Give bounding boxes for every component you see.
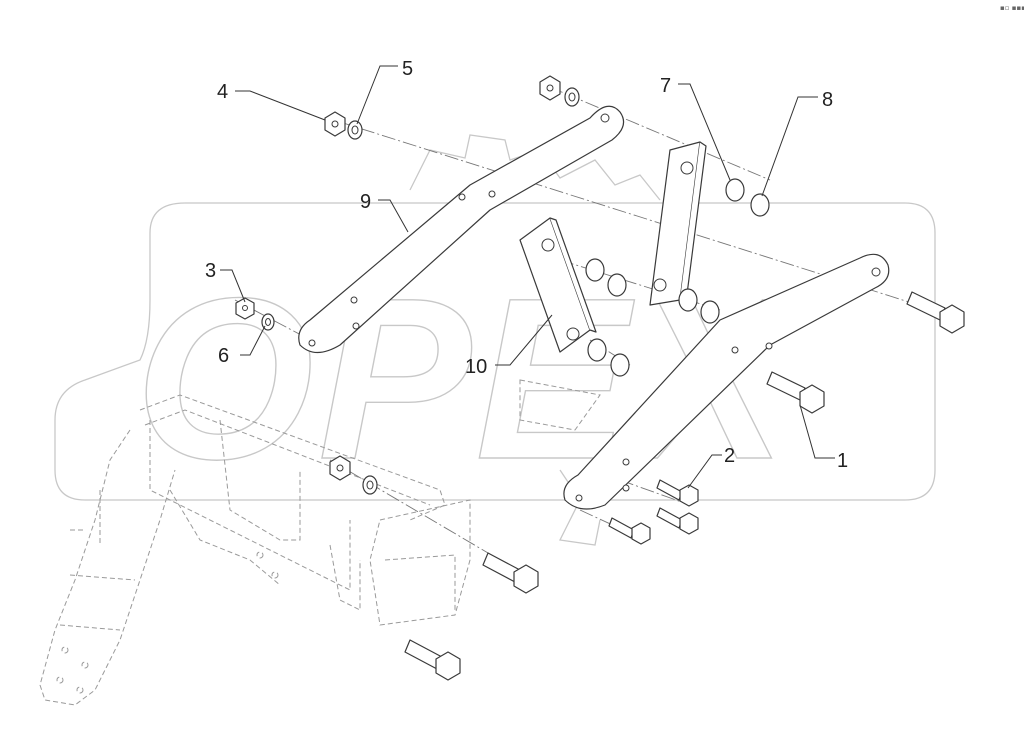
bushing-7 bbox=[725, 178, 745, 202]
leader-6 bbox=[240, 325, 266, 356]
washer-5 bbox=[347, 120, 363, 140]
callout-labels: 1 2 3 4 5 6 7 8 9 10 bbox=[205, 58, 848, 472]
hex-nut-4 bbox=[324, 111, 346, 137]
callout-2: 2 bbox=[724, 445, 735, 467]
leader-9 bbox=[378, 199, 409, 233]
leader-4 bbox=[235, 90, 326, 121]
callout-6: 6 bbox=[218, 345, 229, 367]
leader-1 bbox=[799, 404, 835, 459]
link-bar-rear bbox=[649, 141, 707, 306]
frame-outline-ghost bbox=[39, 379, 601, 706]
hex-bolt-small-b bbox=[608, 517, 651, 545]
leader-5 bbox=[356, 65, 398, 125]
callout-5: 5 bbox=[402, 58, 413, 80]
hex-bolt-frame-mid bbox=[482, 552, 539, 594]
callout-10: 10 bbox=[465, 356, 487, 378]
hex-bolt-large-right bbox=[906, 291, 965, 334]
hex-nut-lower bbox=[329, 455, 378, 495]
hex-nut-top bbox=[539, 75, 580, 107]
leader-3 bbox=[220, 269, 246, 303]
watermark-badge bbox=[54, 202, 936, 501]
bushing-8 bbox=[750, 193, 770, 217]
hex-bolt-2 bbox=[656, 479, 699, 507]
leader-8 bbox=[761, 96, 818, 197]
callout-3: 3 bbox=[205, 260, 216, 282]
leader-10 bbox=[495, 314, 553, 366]
leader-2 bbox=[687, 454, 722, 489]
callout-9: 9 bbox=[360, 191, 371, 213]
link-bar-front bbox=[519, 217, 597, 353]
leader-lines bbox=[220, 65, 835, 489]
arm-plate-upper bbox=[298, 105, 625, 354]
arm-plate-lower bbox=[563, 253, 890, 510]
hex-bolt-small-a bbox=[656, 507, 699, 535]
callout-8: 8 bbox=[822, 89, 833, 111]
callout-4: 4 bbox=[217, 81, 228, 103]
callout-1: 1 bbox=[837, 450, 848, 472]
hex-nut-3 bbox=[235, 297, 255, 320]
spacer-bushings bbox=[585, 178, 770, 377]
corner-mark: ▪▫ ▪▪▪ bbox=[1000, 4, 1024, 12]
hex-bolt-frame-low bbox=[404, 639, 461, 681]
leader-7 bbox=[678, 83, 731, 181]
callout-7: 7 bbox=[660, 75, 671, 97]
